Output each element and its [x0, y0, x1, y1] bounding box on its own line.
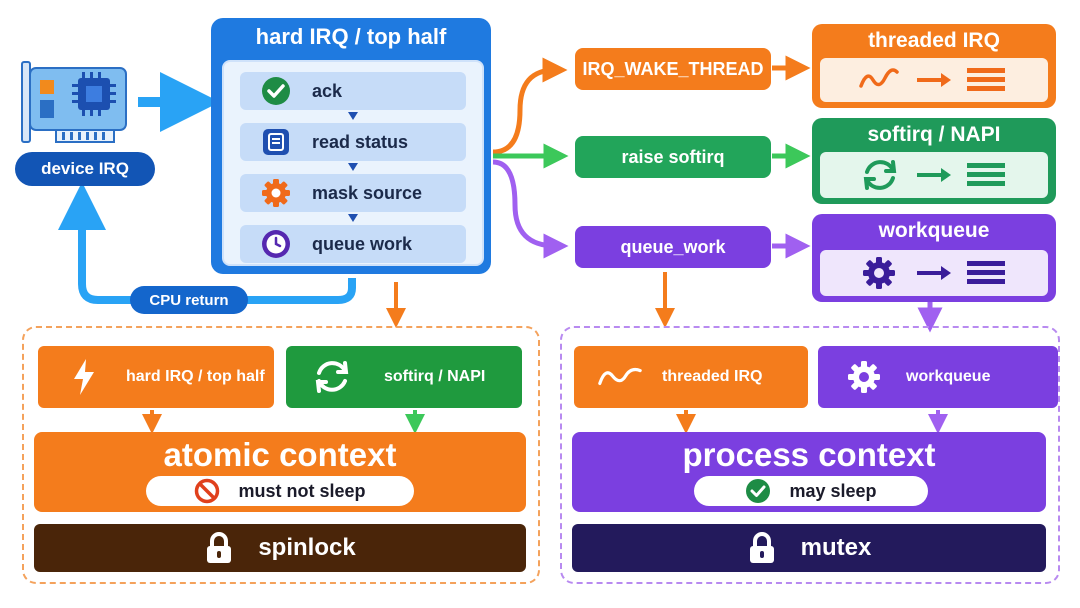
step-label: mask source	[312, 182, 423, 203]
must-not-sleep-badge: must not sleep	[146, 476, 414, 506]
wave-icon	[598, 364, 642, 390]
document-icon	[260, 126, 292, 158]
may-sleep-label: may sleep	[789, 480, 877, 501]
top-half-title: hard IRQ / top half	[255, 24, 447, 49]
softirq-napi-card-body	[820, 152, 1048, 198]
mutex-label: mutex	[800, 534, 872, 561]
src-threaded-label: threaded IRQ	[662, 368, 763, 385]
atomic-context-title: atomic context	[163, 436, 397, 473]
clock-icon	[260, 228, 292, 260]
src-hard-irq-label: hard IRQ / top half	[126, 368, 265, 385]
refresh-icon	[310, 359, 354, 395]
src-workqueue: workqueue	[818, 346, 1058, 408]
arrow-to-queue-work	[492, 159, 569, 259]
must-not-sleep-label: must not sleep	[238, 480, 366, 501]
may-sleep-badge: may sleep	[694, 476, 928, 506]
src-workqueue-label: workqueue	[906, 368, 991, 385]
process-context-group	[560, 326, 1060, 584]
spinlock-label: spinlock	[258, 534, 356, 561]
gear-icon	[863, 257, 895, 289]
threaded-irq-card-title: threaded IRQ	[868, 29, 1000, 52]
src-softirq-napi: softirq / NAPI	[286, 346, 522, 408]
arrow-to-wake-thread	[492, 57, 568, 155]
raise-softirq-action: raise softirq	[575, 136, 771, 178]
check-circle-icon	[260, 75, 292, 107]
list-icon	[967, 163, 1005, 186]
device-card-icon	[20, 60, 130, 146]
irq-wake-thread-action: IRQ_WAKE_THREAD	[575, 48, 771, 90]
step-arrow	[348, 214, 358, 222]
src-threaded-irq: threaded IRQ	[574, 346, 808, 408]
arrow-right-icon	[917, 168, 951, 182]
arrow-right-icon	[917, 266, 951, 280]
step-queue-work: queue work	[240, 225, 466, 263]
lock-icon	[747, 531, 777, 565]
process-context-title: process context	[682, 436, 936, 473]
src-hard-irq: hard IRQ / top half	[38, 346, 274, 408]
step-ack: ack	[240, 72, 466, 110]
step-label: queue work	[312, 233, 413, 254]
refresh-icon	[863, 160, 897, 190]
spinlock-block: spinlock	[34, 524, 526, 572]
gear-icon	[260, 177, 292, 209]
lightning-icon	[62, 359, 106, 395]
wave-icon	[859, 68, 899, 88]
arrow-right-icon	[917, 73, 951, 87]
list-icon	[967, 261, 1005, 284]
src-softirq-label: softirq / NAPI	[384, 368, 486, 385]
check-circle-icon	[745, 478, 771, 504]
step-label: ack	[312, 80, 343, 101]
step-label: read status	[312, 131, 409, 152]
softirq-napi-card-title: softirq / NAPI	[867, 123, 1001, 146]
list-icon	[967, 68, 1005, 91]
workqueue-card-title: workqueue	[878, 219, 990, 242]
step-arrow	[348, 112, 358, 120]
gear-icon	[842, 359, 886, 395]
device-irq-label: device IRQ	[15, 152, 155, 186]
threaded-irq-card-body	[820, 58, 1048, 102]
step-arrow	[348, 163, 358, 171]
step-mask-source: mask source	[240, 174, 466, 212]
queue-work-action: queue_work	[575, 226, 771, 268]
step-read-status: read status	[240, 123, 466, 161]
workqueue-card-body	[820, 250, 1048, 296]
prohibited-icon	[194, 478, 220, 504]
cpu-return-label: CPU return	[130, 286, 248, 314]
mutex-block: mutex	[572, 524, 1046, 572]
lock-icon	[204, 531, 234, 565]
atomic-context-group	[22, 326, 540, 584]
